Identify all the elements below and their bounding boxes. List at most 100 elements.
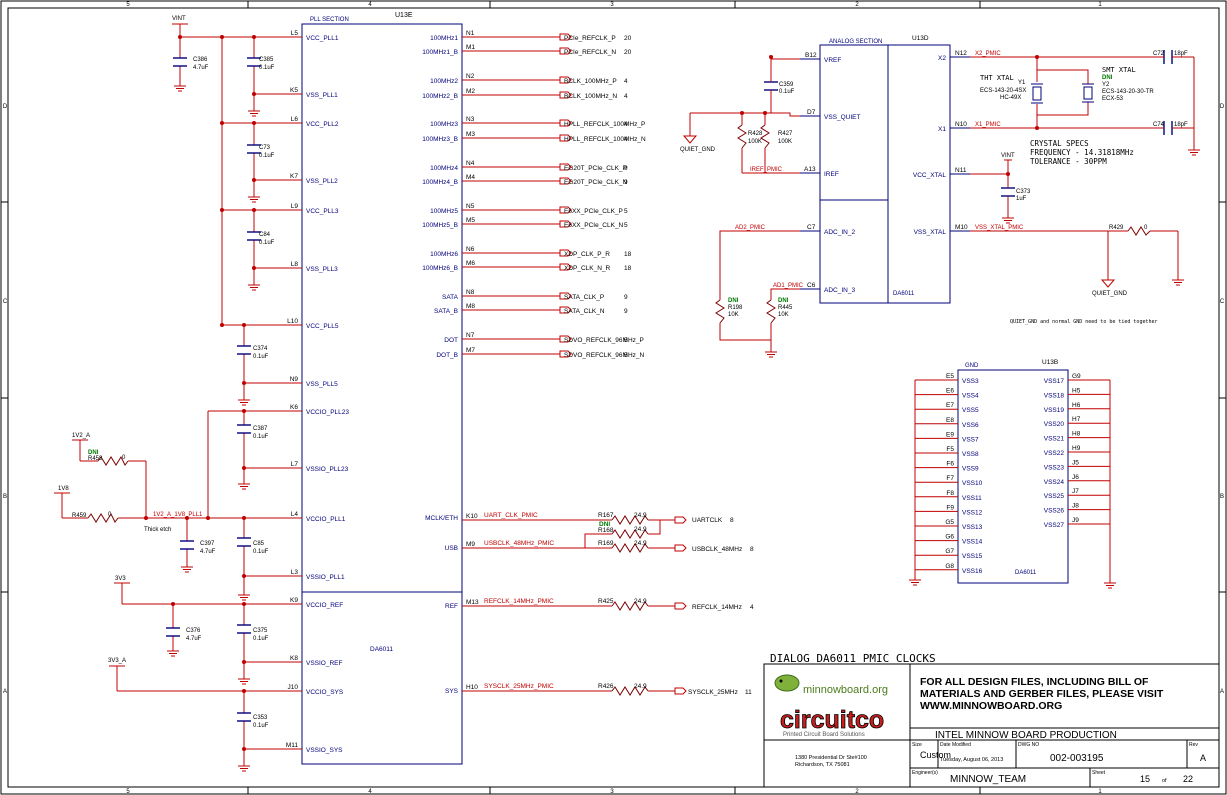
col-label: 5 [126,789,130,795]
pin-number: M8 [466,303,475,310]
offpage-label: SYSCLK_25MHz [688,689,738,696]
crystal-part: ECS-143-20-4SX [980,88,1026,94]
resistor-value: 10K [728,312,739,318]
row-label: B [1220,494,1224,500]
rail-bars [54,23,188,667]
resistor-value: 10K [778,312,789,318]
net-name: E6XX_PCIe_CLK_P [564,208,623,215]
pin-name: SATA [442,294,459,301]
pin-number: A13 [804,166,816,173]
u13d-pin-lines [800,56,970,290]
pin-number: M11 [286,742,299,749]
note-text: Thick etch [144,527,171,533]
date-value: Tuesday, August 06, 2013 [940,757,1003,763]
net-ref: 4 [624,136,628,143]
left-resistors [87,455,129,523]
pin-number: H5 [1072,387,1081,394]
offpage-arrow [559,47,572,55]
pin-number: H7 [1072,416,1081,423]
offpage-arrow [559,177,572,185]
pin-number: N8 [466,289,475,296]
field-label: Engineer(s) [912,770,938,776]
u13e-extra-wires [462,519,675,692]
offpage-arrow [559,206,572,214]
pin-number: K9 [290,597,298,604]
logo-text: minnowboard.org [803,684,888,696]
net-ref: 5 [624,222,628,229]
pin-number: L6 [291,116,299,123]
cap-value: 0.1uF [259,153,275,159]
pin-number: K8 [290,655,298,662]
pin-name: ADC_IN_2 [824,229,855,236]
pin-number: N12 [955,50,967,57]
pin-name: 100MHz3_B [422,136,458,143]
pin-name: VSS_PLL2 [306,178,338,185]
engineer-value: MINNOW_TEAM [950,774,1026,785]
resistor-ref: R458 [88,456,103,462]
u13d-symbol[interactable]: ANALOG SECTION U13D DA6011 [819,35,951,304]
offpage-arrow [559,220,572,228]
net-ref: 9 [624,165,628,172]
notice-line: MATERIALS AND GERBER FILES, PLEASE VISIT [920,688,1164,700]
crystal-title: SMT XTAL [1102,66,1136,74]
u13e-symbol[interactable]: PLL SECTION U13E DA6011 VCC_PLL1L5VSS_PL… [282,12,646,765]
pin-number: J6 [1072,474,1079,481]
pin-number: F9 [946,504,954,511]
pin-number: N6 [466,246,475,253]
pin-number: H10 [466,684,478,691]
row-label: D [3,104,8,110]
offpage-arrow [559,76,572,84]
u13b-symbol[interactable]: GND U13B DA6011 VSS3E5VSS4E6VSS5E7VSS6E8… [915,359,1110,584]
net-name: SATA_CLK_P [564,294,604,301]
pin-number: N11 [955,167,967,174]
pin-number: M5 [466,217,475,224]
pin-number: B12 [805,52,817,59]
rail-label: 3V3_A [108,658,126,664]
pin-name: MCLK/ETH [425,515,458,522]
resistor-ref: R169 [598,540,614,547]
row-label: C [1220,299,1225,305]
pin-name: VSS6 [962,422,979,429]
design-note: QUIET_GND and normal GND need to be tied… [1010,319,1158,325]
pin-number: N9 [290,376,299,383]
resistor-value: 100K [778,139,792,145]
net-ref: 20 [624,49,632,56]
pin-name: X1 [938,126,946,133]
pin-name: IREF [824,171,839,178]
pin-name: VSS19 [1044,407,1065,414]
offpage-arrow [559,335,572,343]
pin-number: M3 [466,131,475,138]
pin-number: K10 [466,513,478,520]
pin-number: L9 [291,203,299,210]
resistor-ref: R425 [598,598,614,605]
cap-ref: C74 [1153,122,1165,128]
pin-name: VCC_PLL3 [306,208,339,215]
pin-name: VSS18 [1044,392,1065,399]
pin-number: K6 [290,404,298,411]
u13d-section: ANALOG SECTION [829,39,882,45]
pin-name: VSS17 [1044,378,1065,385]
pin-name: VSS22 [1044,450,1065,457]
offpage-arrow [559,249,572,257]
offpage-ref: 11 [745,689,752,696]
pin-name: VSS13 [962,524,983,531]
pin-name: VSS7 [962,436,979,443]
pin-number: L7 [291,461,299,468]
resistor-value: 24.9 [634,512,647,519]
field-label: Date Modified [940,742,971,748]
offpage-arrow [559,350,572,358]
cap-ref: C353 [253,715,268,721]
pin-number: G9 [1072,373,1081,380]
offpage-arrow [559,306,572,314]
pin-number: L3 [291,569,299,576]
pin-name: ADC_IN_3 [824,287,855,294]
resistor-ref: R168 [598,527,614,534]
pin-number: G8 [945,563,954,570]
pin-name: VSSIO_PLL1 [306,574,345,581]
pin-number: L10 [287,318,298,325]
u13d-part: DA6011 [893,291,915,297]
pin-name: VCCIO_SYS [306,689,344,696]
pin-name: 100MHz4 [430,165,458,172]
dni-label: DNI [88,450,99,456]
resistor-ref: R427 [778,131,793,137]
